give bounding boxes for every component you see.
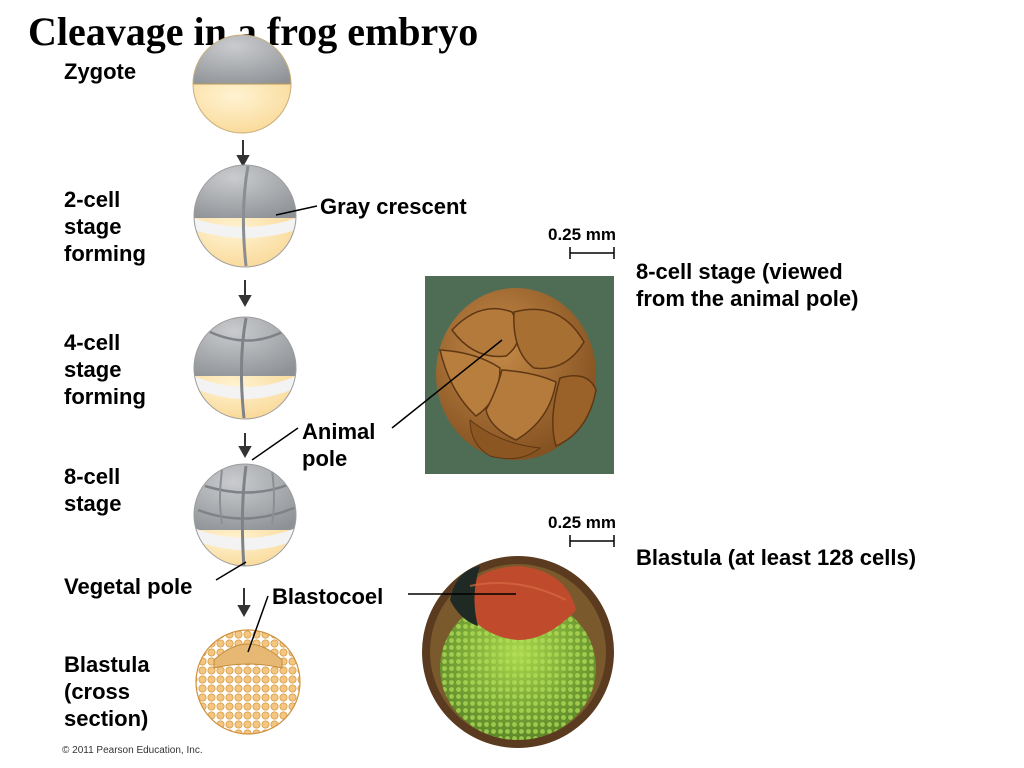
label-blastula-cross-section: Blastula (cross section)	[64, 652, 150, 731]
zygote-illustration	[193, 35, 291, 133]
eight-cell-photo	[425, 276, 614, 474]
scale-bar-label-bottom: 0.25 mm	[548, 513, 617, 532]
copyright-notice: © 2011 Pearson Education, Inc.	[62, 745, 203, 756]
label-8-cell-stage: 8-cell stage	[64, 464, 122, 516]
label-animal-pole: Animal pole	[302, 419, 376, 471]
label-4-cell-stage: 4-cell stage forming	[64, 330, 146, 409]
scale-bar-bottom	[569, 535, 615, 547]
arrow-down-icon	[237, 588, 251, 618]
leader-animal-pole-left	[251, 427, 299, 461]
four-cell-illustration	[194, 317, 296, 419]
label-vegetal-pole: Vegetal pole	[64, 574, 193, 599]
arrow-down-icon	[238, 280, 252, 308]
label-2-cell-stage: 2-cell stage forming	[64, 187, 146, 266]
scale-bar-top	[569, 247, 615, 259]
blastula-photo	[422, 556, 614, 748]
leader-gray-crescent	[275, 205, 318, 216]
leader-animal-pole-photo	[391, 339, 503, 429]
label-zygote: Zygote	[64, 59, 137, 84]
label-blastocoel: Blastocoel	[272, 584, 384, 609]
label-8-cell-photo: 8-cell stage (viewed from the animal pol…	[636, 259, 859, 311]
blastula-cross-section-illustration	[195, 629, 301, 735]
label-blastula-photo: Blastula (at least 128 cells)	[636, 545, 917, 570]
arrow-down-icon	[238, 433, 252, 459]
leader-blastocoel-left	[247, 595, 269, 653]
leader-vegetal-pole	[215, 561, 247, 581]
two-cell-illustration	[194, 165, 296, 267]
scale-bar-label-top: 0.25 mm	[548, 225, 617, 244]
label-gray-crescent: Gray crescent	[320, 194, 467, 219]
eight-cell-illustration	[194, 464, 296, 566]
arrow-down-icon	[236, 140, 250, 168]
